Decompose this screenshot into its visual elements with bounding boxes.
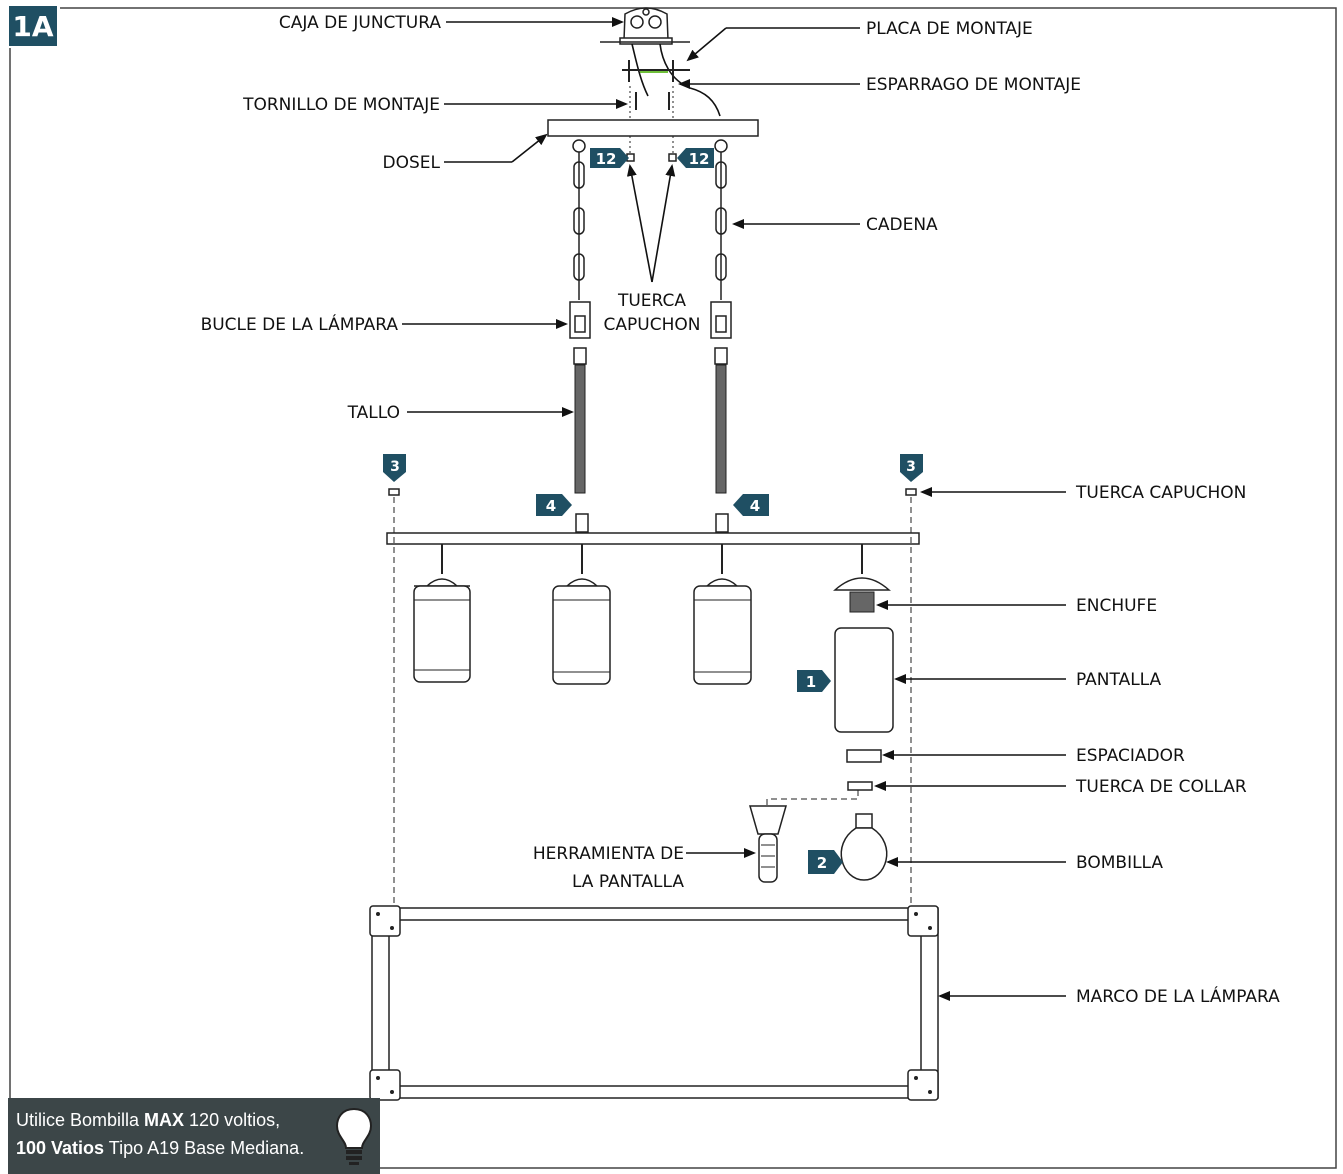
pendant-3 xyxy=(693,544,752,685)
stem-right xyxy=(715,364,727,494)
label-lamp-loop: BUCLE DE LA LÁMPARA xyxy=(201,313,399,335)
step-badge-stem-right: 4 xyxy=(733,494,769,516)
figure-id: 1A xyxy=(12,10,53,43)
step-badge-canopy-right: 12 xyxy=(677,148,714,168)
frame-border xyxy=(9,7,1337,1169)
figure-id-badge xyxy=(9,6,57,46)
mounting-screws xyxy=(628,60,674,110)
label-mounting-screw: TORNILLO DE MONTAJE xyxy=(242,95,440,115)
crossbar xyxy=(386,532,920,545)
lamp-loop-right xyxy=(710,301,732,365)
svg-text:2: 2 xyxy=(817,854,827,872)
svg-text:12: 12 xyxy=(689,150,710,168)
label-cap-nut-center-2: CAPUCHON xyxy=(604,315,701,335)
stem-left xyxy=(574,364,586,494)
label-collar-nut: TUERCA DE COLLAR xyxy=(1075,777,1247,797)
step-badge-shade: 1 xyxy=(797,670,831,692)
svg-text:3: 3 xyxy=(906,459,916,475)
label-socket: ENCHUFE xyxy=(1076,596,1157,616)
label-mounting-stud: ESPARRAGO DE MONTAJE xyxy=(866,75,1081,95)
label-mounting-plate: PLACA DE MONTAJE xyxy=(866,19,1033,39)
step-badge-bar-right: 3 xyxy=(900,454,923,482)
svg-text:4: 4 xyxy=(750,497,760,515)
label-stem: TALLO xyxy=(347,403,400,423)
bulb xyxy=(840,813,888,881)
label-shade: PANTALLA xyxy=(1076,670,1162,690)
bulb-note-line-1: Utilice Bombilla MAX 120 voltios, xyxy=(16,1110,281,1130)
lamp-frame xyxy=(369,905,939,1101)
svg-text:4: 4 xyxy=(546,497,556,515)
step-badge-canopy-left: 12 xyxy=(590,148,629,168)
lamp-loop-left xyxy=(569,301,591,365)
bulb-note: Utilice Bombilla MAX 120 voltios, 100 Va… xyxy=(8,1098,380,1174)
label-junction-box: CAJA DE JUNCTURA xyxy=(279,13,441,33)
step-badge-stem-left: 4 xyxy=(536,494,572,516)
pendant-4-exploded xyxy=(833,544,894,791)
canopy xyxy=(547,119,759,137)
bulb-note-line-2: 100 Vatios Tipo A19 Base Mediana. xyxy=(16,1138,305,1158)
label-chain: CADENA xyxy=(866,215,938,235)
label-bulb: BOMBILLA xyxy=(1076,853,1163,873)
junction-box xyxy=(600,7,721,117)
label-cap-nut: TUERCA CAPUCHON xyxy=(1075,483,1246,503)
pendant-2 xyxy=(552,544,611,685)
lightbulb-icon xyxy=(335,1107,373,1165)
svg-text:1: 1 xyxy=(806,673,816,691)
shade-tool xyxy=(749,790,859,883)
pendant-1 xyxy=(413,544,471,683)
step-badge-bulb: 2 xyxy=(808,850,843,874)
svg-text:3: 3 xyxy=(390,459,400,475)
svg-text:12: 12 xyxy=(596,150,617,168)
chain-right xyxy=(714,139,728,300)
step-badge-bar-left: 3 xyxy=(383,454,406,482)
label-canopy: DOSEL xyxy=(383,153,441,173)
label-shade-tool-1: HERRAMIENTA DE xyxy=(533,844,684,864)
label-cap-nut-center-1: TUERCA xyxy=(617,291,686,311)
label-spacer: ESPACIADOR xyxy=(1076,746,1185,766)
label-shade-tool-2: LA PANTALLA xyxy=(572,872,684,892)
label-lamp-frame: MARCO DE LA LÁMPARA xyxy=(1076,985,1280,1007)
chain-left xyxy=(572,139,586,300)
